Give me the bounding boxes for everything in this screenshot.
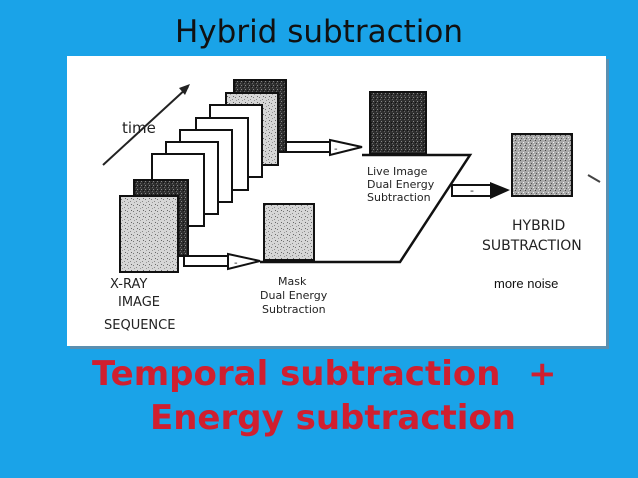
svg-text:SUBTRACTION: SUBTRACTION (482, 238, 582, 254)
arrow-to-mask: - (183, 252, 261, 271)
plus-sign: + (528, 354, 557, 394)
mask-minus-sign: - (234, 258, 238, 269)
slide-title: Hybrid subtraction (174, 14, 464, 50)
temporal-subtraction-text: Temporal subtraction (92, 354, 501, 394)
svg-text:Mask: Mask (278, 275, 307, 288)
time-arrow (102, 84, 190, 166)
xray-label: X-RAY IMAGE SEQUENCE (104, 277, 175, 333)
live-image (369, 91, 427, 155)
svg-text:IMAGE: IMAGE (118, 295, 160, 310)
svg-text:HYBRID: HYBRID (512, 218, 565, 234)
svg-text:Live Image: Live Image (367, 165, 428, 178)
svg-text:X-RAY: X-RAY (110, 277, 147, 292)
mask-label: Mask Dual Energy Subtraction (260, 275, 328, 316)
time-label: time (122, 119, 156, 137)
hybrid-label: HYBRID SUBTRACTION (482, 218, 582, 254)
svg-text:Subtraction: Subtraction (262, 303, 326, 316)
live-minus-sign: - (334, 144, 338, 155)
tick-mark (587, 174, 601, 183)
svg-text:Dual Energy: Dual Energy (260, 289, 328, 302)
xray-image-stack (119, 79, 287, 273)
live-label: Live Image Dual Energy Subtraction (367, 165, 435, 204)
more-noise-note: more noise (494, 276, 559, 291)
arrow-to-live: - (285, 138, 363, 157)
svg-text:SEQUENCE: SEQUENCE (104, 318, 175, 333)
svg-text:Dual Energy: Dual Energy (367, 178, 435, 191)
hybrid-image (511, 133, 573, 197)
hybrid-minus-sign: - (470, 184, 474, 197)
energy-subtraction-text: Energy subtraction (150, 398, 516, 438)
arrow-to-hybrid: - (451, 182, 510, 199)
svg-text:Subtraction: Subtraction (367, 191, 431, 204)
mask-image (263, 203, 315, 261)
